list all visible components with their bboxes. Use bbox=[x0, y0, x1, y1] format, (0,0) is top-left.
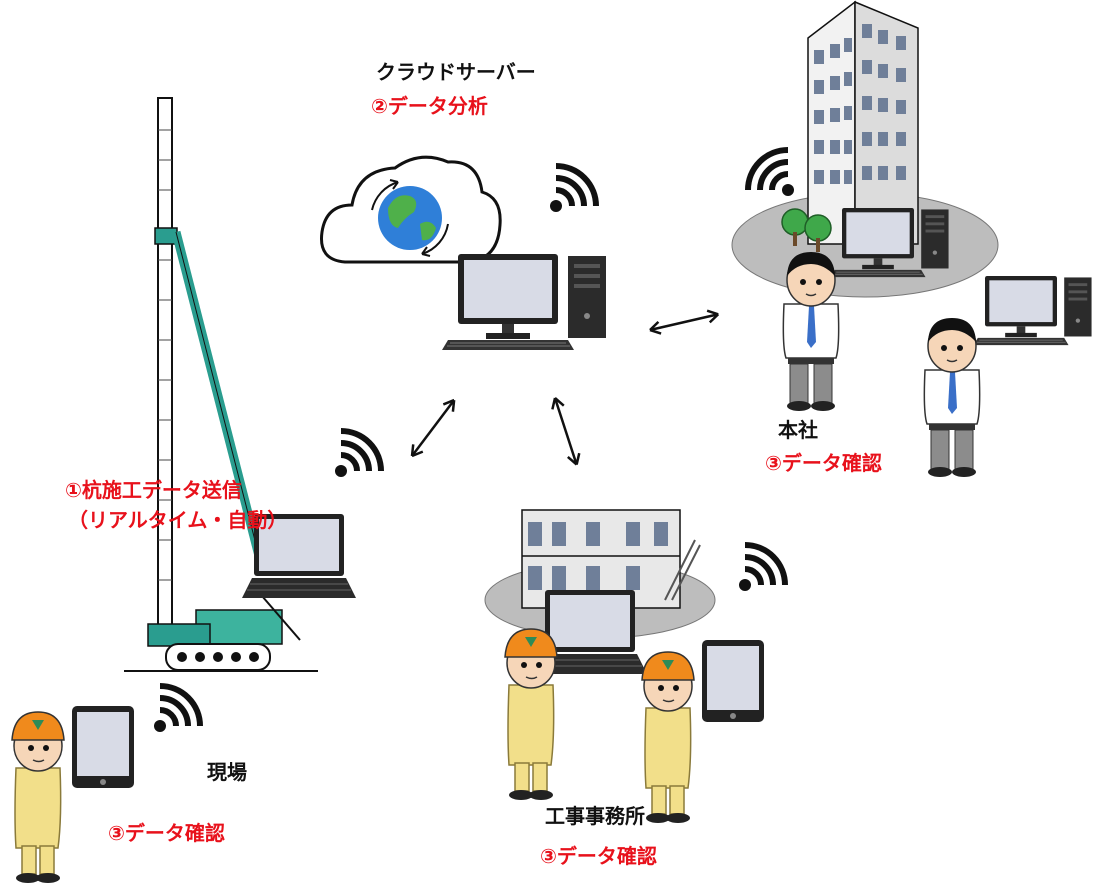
wifi-icon bbox=[335, 431, 381, 477]
worker-icon bbox=[11, 711, 65, 884]
head-office-computer-icon bbox=[973, 275, 1092, 346]
cloud-globe-icon bbox=[319, 155, 502, 264]
tablet-icon bbox=[72, 706, 134, 788]
site-send-note: （リアルタイム・自動） bbox=[68, 508, 288, 532]
head-office-label: 本社 bbox=[778, 418, 818, 442]
worker-icon bbox=[641, 651, 695, 824]
site-send-step: ①杭施工データ送信 bbox=[65, 478, 242, 502]
construction-office-label: 工事事務所 bbox=[545, 804, 645, 828]
wifi-icon bbox=[154, 686, 200, 732]
cloud-server-label: クラウドサーバー bbox=[376, 60, 536, 84]
site-step: ③データ確認 bbox=[108, 821, 225, 845]
double-arrow-icon bbox=[647, 307, 721, 338]
wifi-icon bbox=[748, 150, 794, 196]
cloud-server-computer-icon bbox=[441, 253, 607, 351]
site-office-icon bbox=[484, 509, 716, 639]
office-worker-icon bbox=[782, 251, 840, 412]
worker-icon bbox=[504, 628, 558, 801]
wifi-icon bbox=[739, 545, 785, 591]
construction-office-step: ③データ確認 bbox=[540, 844, 657, 868]
cloud-server-step: ②データ分析 bbox=[371, 94, 488, 118]
double-arrow-icon bbox=[548, 394, 584, 468]
double-arrow-icon bbox=[405, 395, 461, 461]
wifi-icon bbox=[550, 166, 596, 212]
site-label: 現場 bbox=[207, 760, 247, 784]
tablet-icon bbox=[702, 640, 764, 722]
head-office-step: ③データ確認 bbox=[765, 451, 882, 475]
pile-driver-icon bbox=[124, 97, 318, 672]
office-worker-icon bbox=[923, 317, 981, 478]
